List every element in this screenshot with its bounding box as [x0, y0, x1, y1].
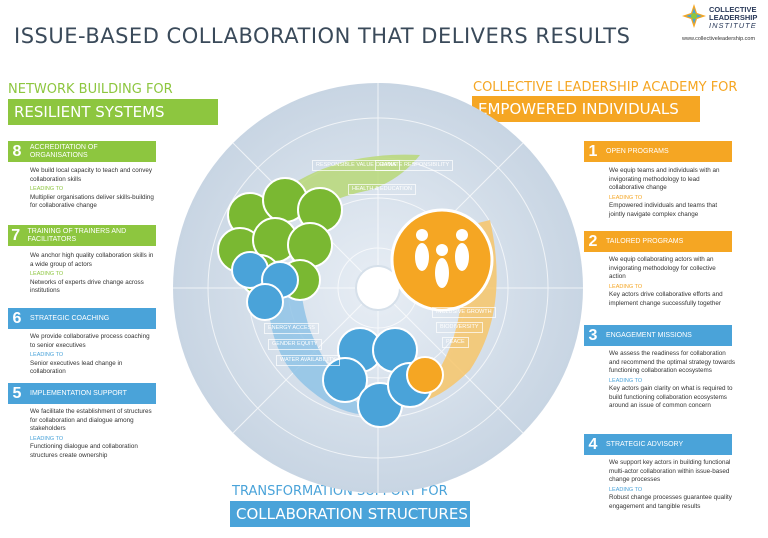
academy-label: COLLECTIVE LEADERSHIP ACADEMY FOR	[473, 80, 738, 95]
leading-to-label: LEADING TO	[609, 377, 643, 384]
item-2-body: We equip collaborating actors with an in…	[609, 256, 734, 308]
item-description: We build local capacity to teach and con…	[30, 167, 153, 183]
item-description: We equip teams and individuals with an i…	[609, 167, 720, 191]
tag-inclusive-growth: INCLUSIVE GROWTH	[432, 307, 496, 318]
orange-team-circle	[390, 208, 494, 312]
item-number: 4	[588, 435, 598, 453]
item-6-body: We provide collaborative process coachin…	[30, 333, 155, 377]
item-result: Key actors drive collaborative efforts a…	[609, 291, 723, 307]
leading-to-label: LEADING TO	[30, 271, 64, 277]
leading-to-label: LEADING TO	[30, 186, 64, 192]
item-number: 5	[12, 384, 22, 402]
academy-box: EMPOWERED INDIVIDUALS	[472, 96, 700, 122]
central-diagram	[173, 83, 583, 493]
logo: COLLECTIVE LEADERSHIP INSTITUTE www.coll…	[682, 4, 766, 46]
leading-to-label: LEADING TO	[609, 486, 643, 493]
item-7-header: 7 TRAINING OF TRAINERS AND FACILITATORS	[8, 225, 156, 246]
item-description: We anchor high quality collaboration ski…	[30, 252, 154, 268]
item-label: OPEN PROGRAMS	[606, 147, 669, 155]
item-4-body: We support key actors in building functi…	[609, 459, 737, 511]
item-8-body: We build local capacity to teach and con…	[30, 167, 155, 211]
tag-energy-access: ENERGY ACCESS	[264, 323, 319, 334]
blue-collaboration-cluster	[322, 327, 444, 428]
tag-biodiversity: BIODIVERSITY	[436, 322, 483, 333]
item-2-header: 2 TAILORED PROGRAMS	[584, 231, 732, 252]
logo-line-2: LEADERSHIP	[709, 13, 758, 22]
logo-icon	[682, 4, 706, 28]
item-label: TAILORED PROGRAMS	[606, 237, 684, 245]
item-number: 3	[588, 326, 598, 344]
transformation-box: COLLABORATION STRUCTURES	[230, 501, 470, 527]
item-5-body: We facilitate the establishment of struc…	[30, 408, 155, 460]
item-result: Key actors gain clarity on what is requi…	[609, 385, 733, 409]
leading-to-label: LEADING TO	[30, 352, 64, 358]
item-description: We provide collaborative process coachin…	[30, 333, 150, 349]
tag-responsible-value-chains: RESPONSIBLE VALUE CHAINS	[312, 160, 401, 171]
item-8-header: 8 ACCREDITATION OF ORGANISATIONS	[8, 141, 156, 162]
item-result: Senior executives lead change in collabo…	[30, 359, 123, 376]
blue-small-cluster	[231, 251, 299, 321]
item-1-body: We equip teams and individuals with an i…	[609, 167, 734, 219]
item-result: Robust change processes guarantee qualit…	[609, 494, 732, 510]
item-label: IMPLEMENTATION SUPPORT	[30, 389, 127, 397]
item-result: Functioning dialogue and collaboration s…	[30, 443, 138, 459]
blue-arc	[268, 270, 370, 415]
logo-url[interactable]: www.collectiveleadership.com	[682, 36, 756, 42]
tag-water-availability: WATER AVAILABILITY	[276, 355, 340, 366]
item-number: 8	[12, 142, 22, 160]
network-box: RESILIENT SYSTEMS	[8, 99, 218, 125]
leading-to-label: LEADING TO	[609, 194, 643, 201]
item-label: ENGAGEMENT MISSIONS	[606, 331, 692, 339]
item-label: STRATEGIC ADVISORY	[606, 440, 684, 448]
item-label: ACCREDITATION OF ORGANISATIONS	[29, 143, 98, 159]
tag-peace: PEACE	[442, 337, 469, 348]
network-label: NETWORK BUILDING FOR	[8, 82, 173, 97]
item-number: 7	[11, 226, 21, 244]
tag-health-education: HEALTH & EDUCATION	[348, 184, 416, 195]
green-network-cluster	[217, 177, 343, 301]
item-3-body: We assess the readiness for collaboratio…	[609, 350, 737, 411]
logo-line-3: INSTITUTE	[709, 21, 757, 30]
tag-gender-equity: GENDER EQUITY	[268, 339, 322, 350]
item-number: 6	[12, 309, 22, 327]
item-number: 2	[588, 232, 598, 250]
item-label: TRAINING OF TRAINERS AND FACILITATORS	[27, 227, 127, 243]
item-7-body: We anchor high quality collaboration ski…	[30, 252, 155, 296]
item-3-header: 3 ENGAGEMENT MISSIONS	[584, 325, 732, 346]
item-result: Empowered individuals and teams that joi…	[609, 202, 718, 218]
leading-to-label: LEADING TO	[30, 435, 64, 442]
item-5-header: 5 IMPLEMENTATION SUPPORT	[8, 383, 156, 404]
item-1-header: 1 OPEN PROGRAMS	[584, 141, 732, 162]
item-label: STRATEGIC COACHING	[30, 314, 110, 322]
leading-to-label: LEADING TO	[609, 283, 643, 290]
item-description: We equip collaborating actors with an in…	[609, 256, 716, 280]
item-number: 1	[588, 142, 598, 160]
logo-line-1: COLLECTIVE	[709, 5, 757, 14]
item-description: We support key actors in building functi…	[609, 459, 731, 483]
item-description: We facilitate the establishment of struc…	[30, 408, 152, 432]
item-4-header: 4 STRATEGIC ADVISORY	[584, 434, 732, 455]
item-description: We assess the readiness for collaboratio…	[609, 350, 735, 374]
page-title: ISSUE-BASED COLLABORATION THAT DELIVERS …	[14, 24, 631, 48]
tag-climate-responsibility: CLIMATE RESPONSIBILITY	[375, 160, 454, 171]
item-result: Networks of experts drive change across …	[30, 278, 144, 295]
item-6-header: 6 STRATEGIC COACHING	[8, 308, 156, 329]
item-result: Multiplier organisations deliver skills-…	[30, 193, 154, 210]
